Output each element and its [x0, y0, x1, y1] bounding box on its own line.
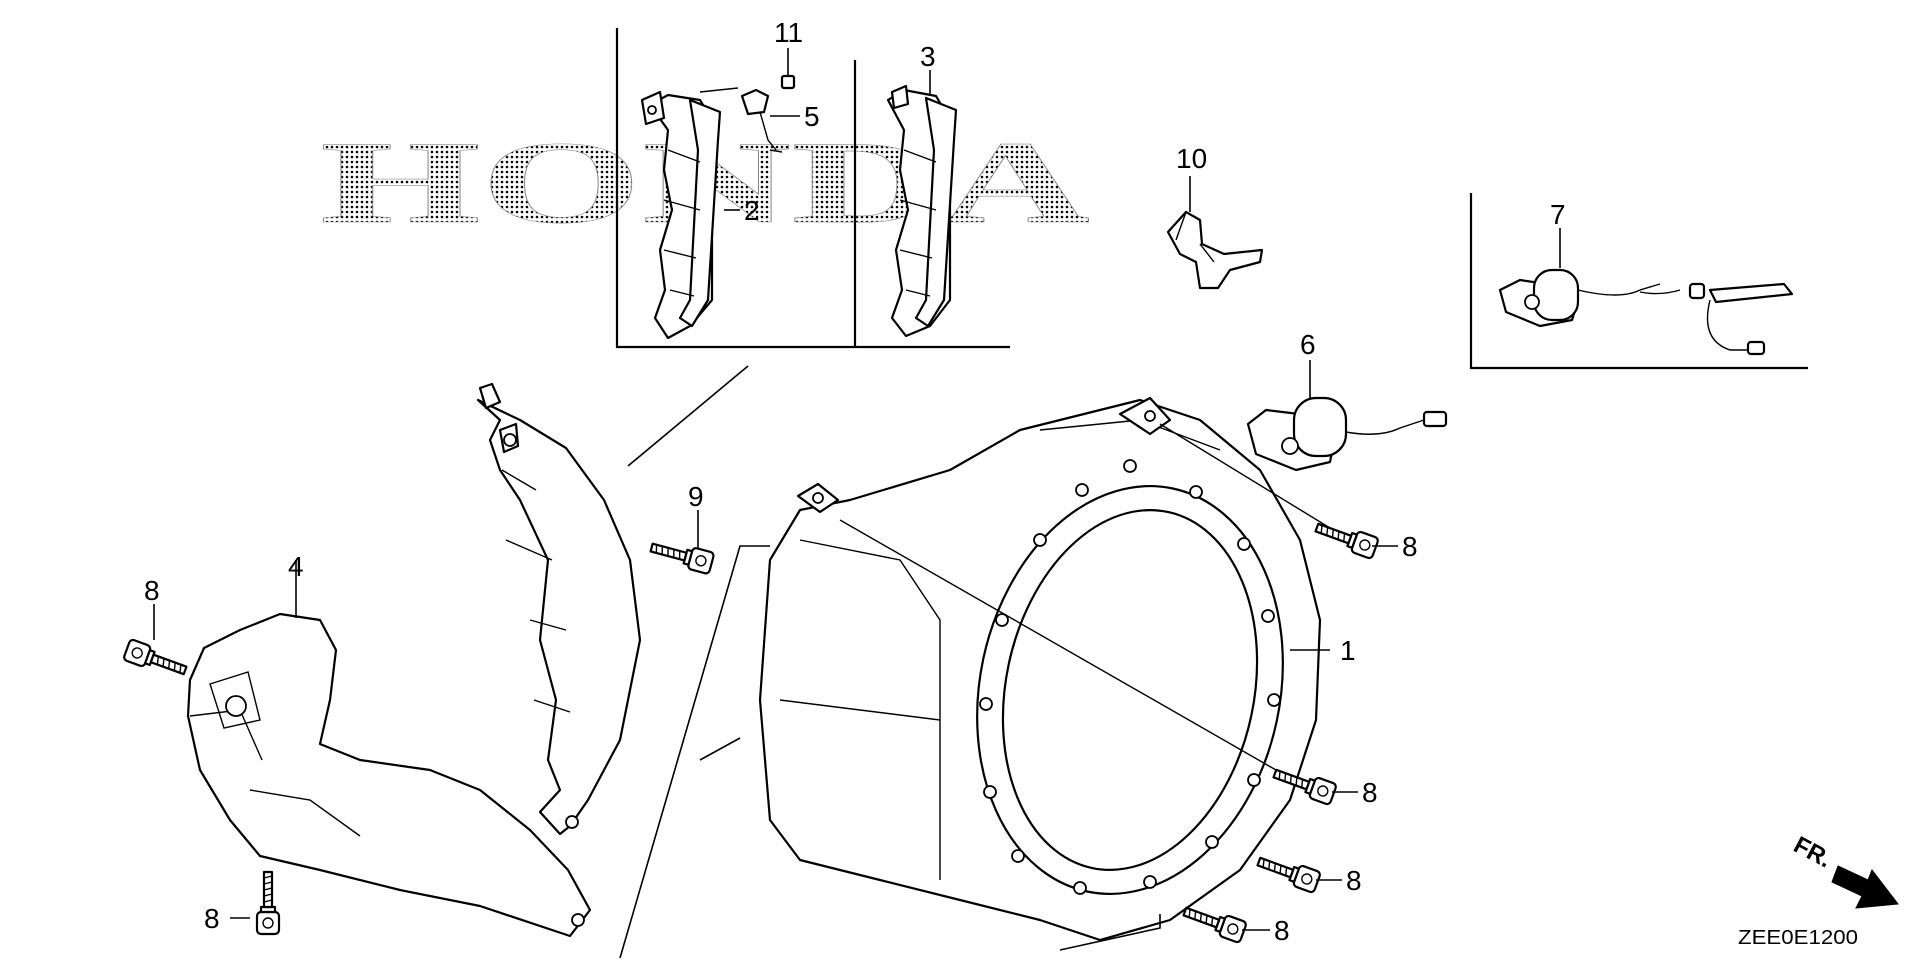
front-label: FR.	[1789, 831, 1836, 873]
screw-icon	[780, 48, 796, 90]
callout-11: 11	[774, 17, 803, 48]
front-direction-arrow-icon	[1831, 865, 1899, 909]
flange-bolt-8-right-3	[1254, 850, 1323, 895]
callout-1: 1	[1340, 635, 1356, 666]
shroud-plate-with-harness-icon	[640, 87, 783, 340]
inset-frame-left	[615, 28, 1010, 467]
cable-clip-icon	[1166, 210, 1264, 290]
flange-bolt-8-right-4	[1180, 900, 1249, 945]
inset-frame-right	[1469, 193, 1808, 370]
callout-10: 10	[1176, 143, 1207, 174]
oil-alert-switch-with-lead-icon	[1498, 268, 1794, 356]
fan-cover-bracket-lines	[619, 545, 1330, 959]
shroud-plate-large-icon	[476, 382, 642, 836]
callout-8-right-4: 8	[1274, 915, 1290, 946]
flange-bolt-8-top-left	[121, 637, 190, 682]
callout-8-right-2: 8	[1362, 777, 1378, 808]
callout-5: 5	[804, 101, 820, 132]
callout-8-top-left: 8	[144, 575, 160, 606]
flange-bolt-9	[647, 535, 716, 576]
shroud-plate-icon	[886, 84, 958, 338]
oil-alert-switch-icon	[1246, 396, 1448, 472]
callout-7: 7	[1550, 199, 1566, 230]
callout-4: 4	[288, 551, 304, 582]
callout-8-right-3: 8	[1346, 865, 1362, 896]
flange-bolt-8-bottom-left	[255, 870, 281, 936]
callout-9: 9	[688, 481, 704, 512]
callout-6: 6	[1300, 329, 1316, 360]
fan-cover-bolt-holes	[979, 459, 1281, 895]
callout-2: 2	[744, 195, 760, 226]
callout-8-bottom-left: 8	[204, 903, 220, 934]
fan-cover-shroud-icon	[758, 396, 1322, 942]
callout-3: 3	[920, 41, 936, 72]
diagram-code: ZEE0E1200	[1738, 927, 1858, 949]
lower-cover-icon	[186, 612, 592, 938]
callout-8-right-1: 8	[1402, 531, 1418, 562]
